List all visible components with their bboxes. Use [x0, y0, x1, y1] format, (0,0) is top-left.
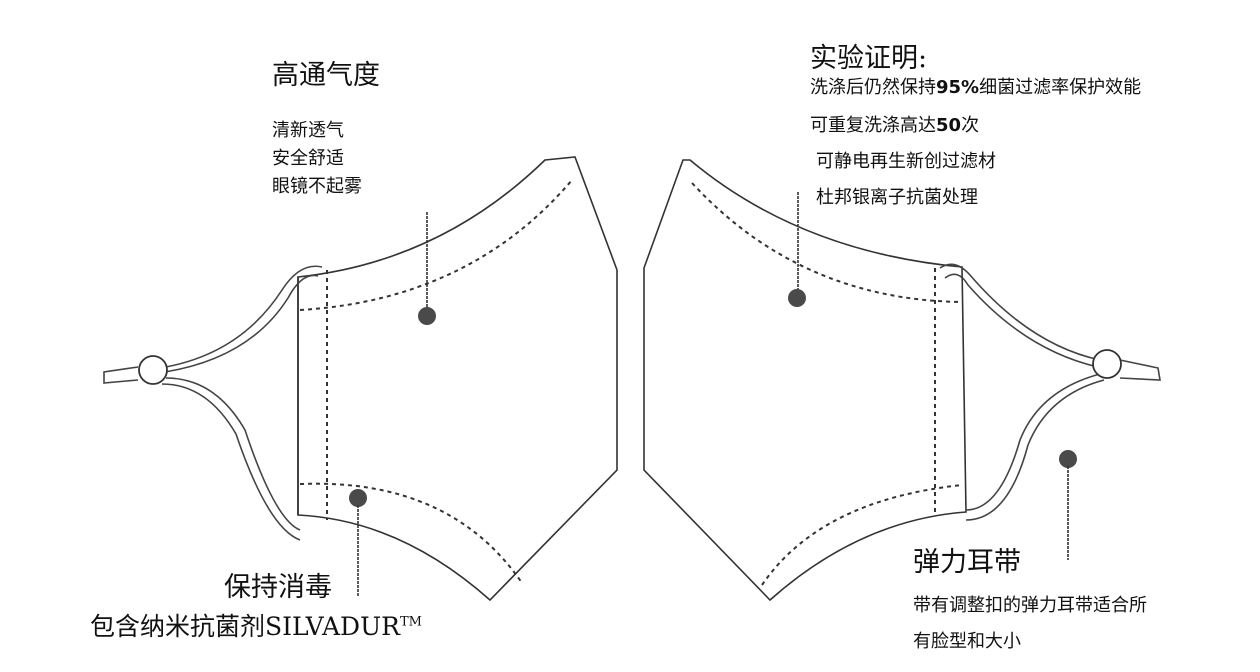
proven-line-2: 可重复洗涤高达50次: [810, 115, 980, 136]
right-mask-outline: [643, 159, 967, 602]
left-mask-outline: [297, 156, 618, 602]
right-adjuster-bead: [1092, 349, 1122, 379]
right-mask: [643, 159, 967, 602]
callout-dot: [349, 489, 367, 507]
breathability-line-1: 清新透气: [272, 120, 344, 141]
proven-percent: 95%: [936, 77, 980, 98]
right-ear-loop: [939, 263, 1161, 521]
proven-line-4: 杜邦银离子抗菌处理: [816, 187, 978, 208]
breathability-line-2: 安全舒适: [272, 148, 344, 169]
left-ear-loop: [103, 265, 323, 541]
breathability-line-3: 眼镜不起雾: [272, 176, 362, 197]
disinfection-title: 保持消毒: [224, 572, 332, 603]
callout-dot: [418, 307, 436, 325]
left-mask-stitching: [299, 179, 573, 584]
disinfection-desc: 包含纳米抗菌剂SILVADURTM: [90, 612, 422, 641]
proven-title: 实验证明:: [810, 43, 928, 74]
proven-line-1: 洗涤后仍然保持95%细菌过滤率保护效能: [810, 77, 1142, 98]
callout-proven: [788, 192, 806, 307]
left-adjuster-bead: [138, 355, 168, 385]
left-mask: [297, 156, 618, 602]
trademark-mark: TM: [400, 614, 422, 630]
callout-breathability: [418, 212, 436, 325]
earloop-line-1: 带有调整扣的弹力耳带适合所: [913, 595, 1147, 616]
callout-earloop: [1059, 450, 1077, 560]
earloop-line-2: 有脸型和大小: [913, 631, 1021, 652]
proven-line-3: 可静电再生新创过滤材: [816, 151, 996, 172]
earloop-title: 弹力耳带: [913, 547, 1021, 578]
proven-wash-count: 50: [936, 115, 962, 136]
breathability-title: 高通气度: [272, 60, 380, 91]
callout-dot: [1059, 450, 1077, 468]
callout-disinfection: [349, 489, 367, 596]
callout-dot: [788, 289, 806, 307]
right-mask-stitching: [691, 182, 963, 586]
